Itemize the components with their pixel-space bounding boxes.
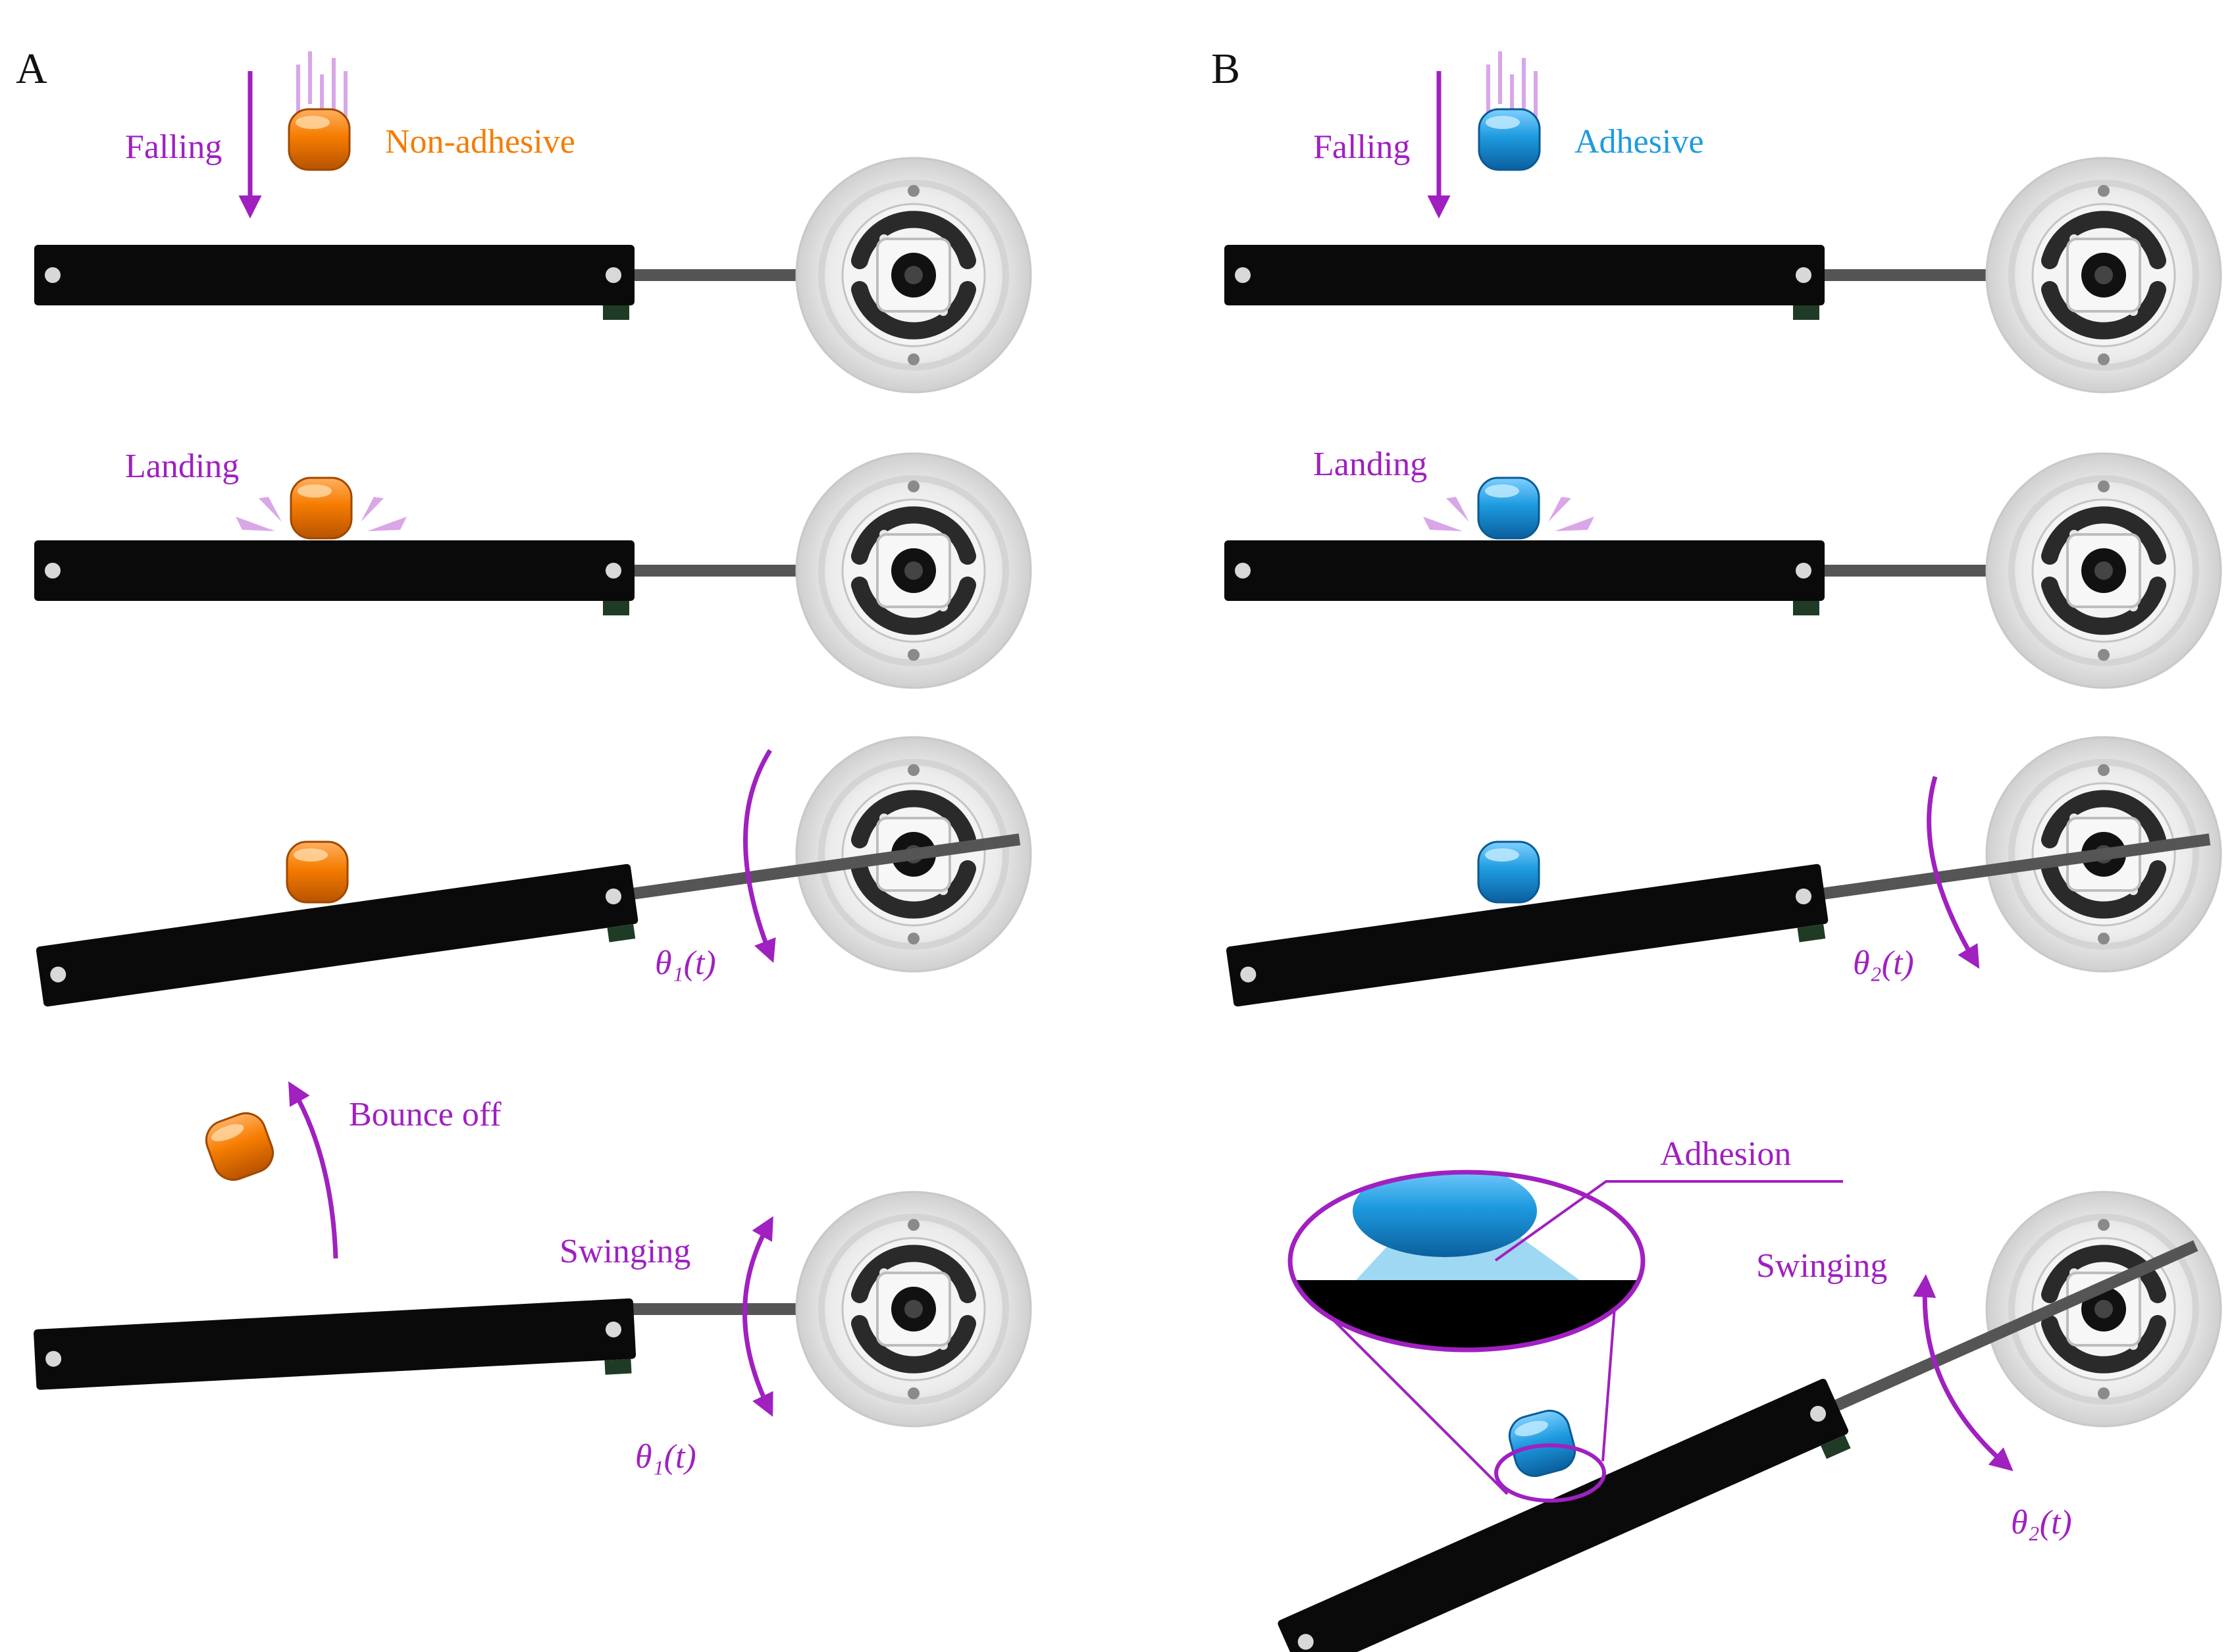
magnifier-icon [1287, 1170, 1646, 1503]
rotary-disc-icon [796, 158, 1031, 392]
connecting-rod [617, 833, 1021, 902]
bounce-label: Bounce off [349, 1096, 502, 1133]
swinging-label: Swinging [559, 1233, 690, 1270]
panel-a-row-falling: Falling Non-adhesive [34, 51, 1031, 392]
rotary-disc-icon [796, 453, 1031, 688]
connecting-rod [1807, 833, 2211, 902]
adhesion-leader-line [1494, 1180, 1843, 1262]
adhesion-label: Adhesion [1660, 1135, 1791, 1173]
panel-a-row-swinging: Bounce off Swinging θ₁(t) [33, 1081, 1031, 1476]
droplet-icon [1504, 1405, 1580, 1482]
swing-arrow-icon [742, 1216, 773, 1417]
rotary-disc-icon [1987, 158, 2221, 392]
panel-a-row-rotating: θ₁(t) [36, 737, 1031, 1021]
bounce-arrow-icon [288, 1081, 338, 1259]
theta-label: θ₁(t) [655, 944, 716, 982]
swing-arrow-icon [1913, 1274, 2014, 1472]
beam [34, 540, 635, 615]
panel-b-row-falling: Falling Adhesive [1224, 51, 2221, 392]
theta-label: θ₂(t) [2011, 1504, 2072, 1541]
material-label: Adhesive [1574, 123, 1703, 161]
theta-label: θ₂(t) [1853, 944, 1914, 982]
droplet-icon [1477, 477, 1540, 540]
droplet-icon [288, 108, 351, 171]
beam [1224, 540, 1825, 615]
rotary-disc-icon [1987, 1192, 2221, 1426]
rotary-disc-icon [1987, 453, 2221, 688]
panel-b-row-rotating: θ₂(t) [1226, 737, 2221, 1021]
panel-b-letter: B [1211, 45, 1240, 93]
swinging-label: Swinging [1756, 1247, 1887, 1285]
rotary-disc-icon [796, 1192, 1031, 1426]
panel-b-row-landing: Landing [1224, 446, 2221, 688]
falling-label: Falling [125, 128, 222, 166]
droplet-icon [290, 477, 353, 540]
rotation-arrow-icon [743, 749, 776, 964]
landing-label: Landing [125, 448, 239, 485]
landing-label: Landing [1313, 446, 1427, 483]
droplet-icon [1478, 108, 1541, 171]
droplet-icon [199, 1106, 280, 1187]
material-label: Non-adhesive [385, 123, 575, 161]
falling-label: Falling [1313, 128, 1410, 166]
theta-label: θ₁(t) [635, 1438, 696, 1476]
panel-a-letter: A [16, 45, 47, 93]
droplet-icon [286, 840, 349, 904]
droplet-icon [1477, 840, 1540, 904]
panel-b-row-swinging: Adhesion Swinging θ₂(t) [1276, 1135, 2221, 1652]
beam [33, 1298, 637, 1405]
rotation-arrow-icon [1927, 776, 1980, 969]
panel-a-row-landing: Landing [34, 448, 1031, 688]
beam [1224, 245, 1825, 320]
beam [34, 245, 635, 320]
